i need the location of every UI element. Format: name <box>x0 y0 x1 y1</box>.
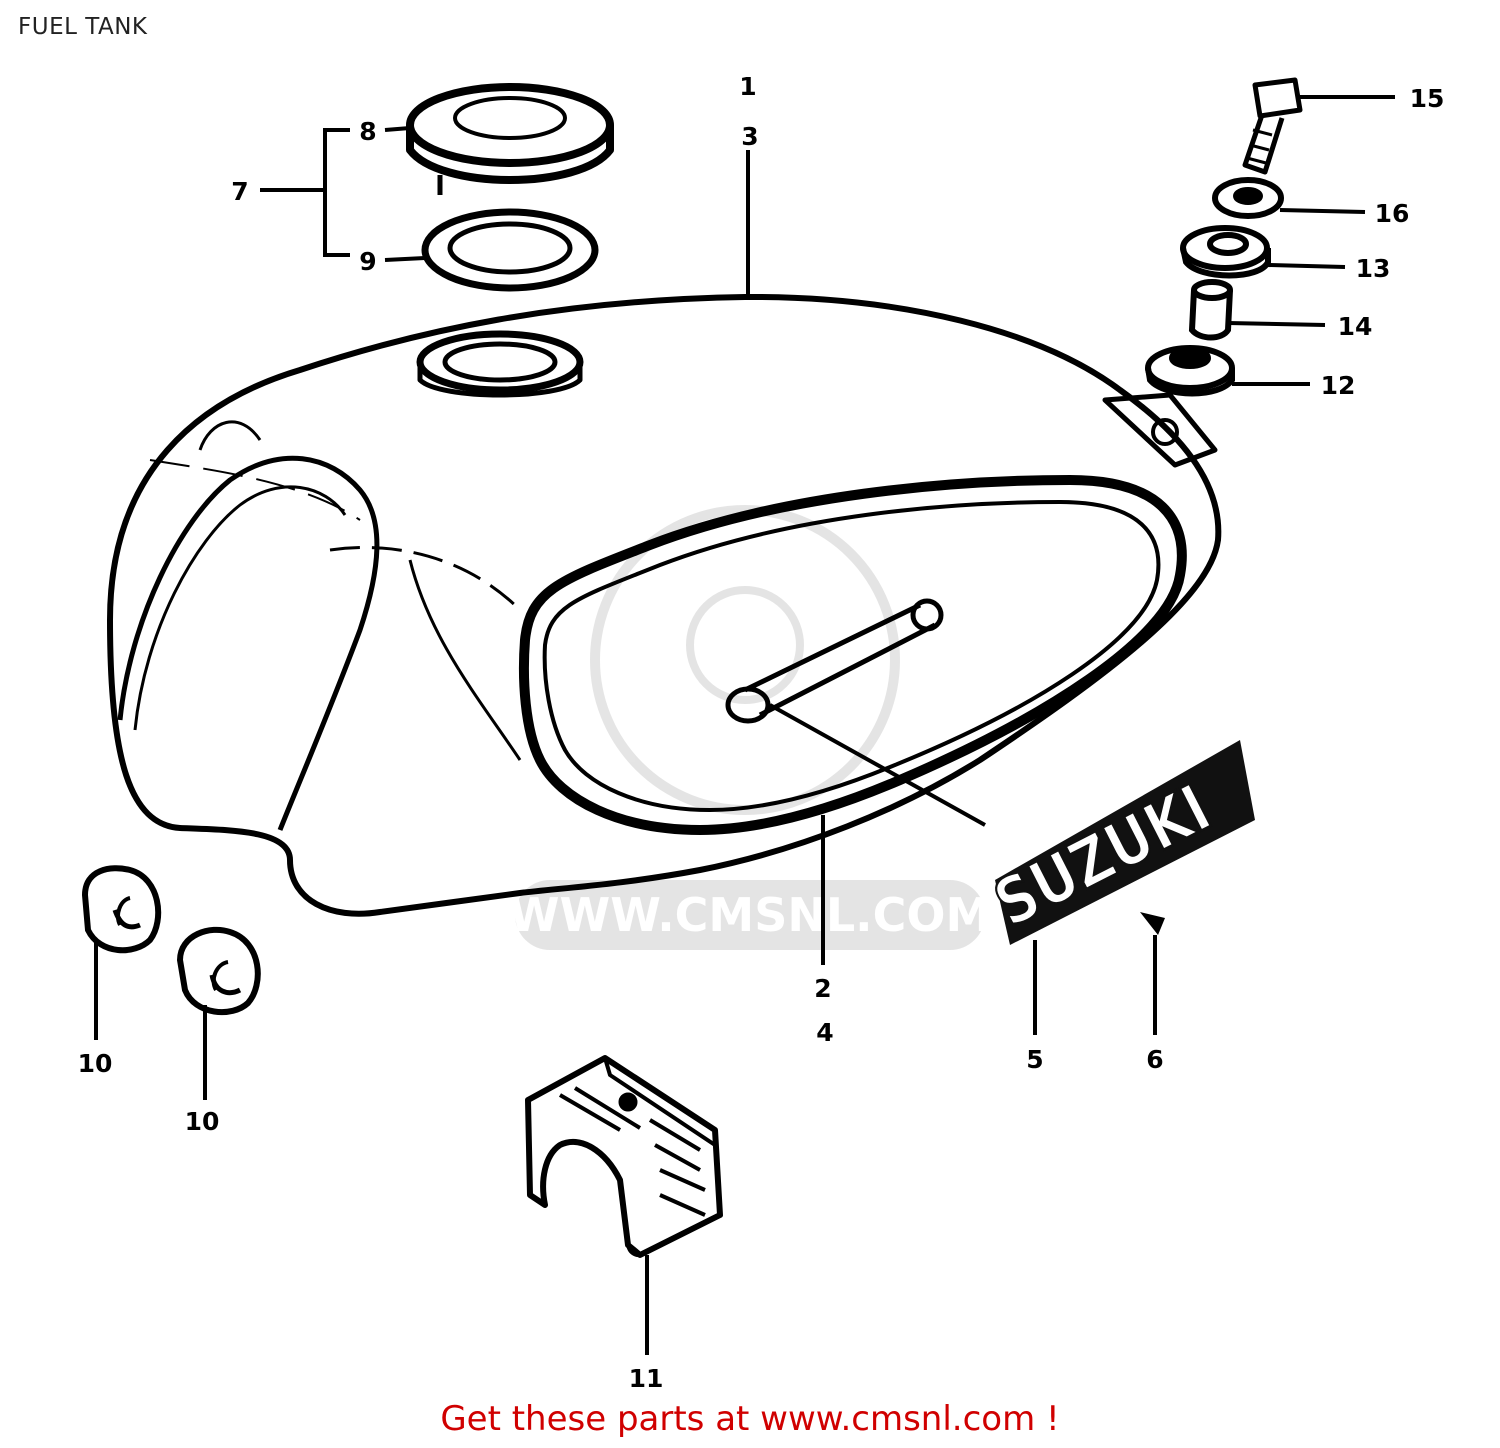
emblem-text: SUZUKI <box>983 770 1222 942</box>
callout-10b: 10 <box>185 1107 220 1136</box>
upper-cushion <box>1180 225 1271 279</box>
washer <box>1212 177 1284 219</box>
callout-labels: 1 3 8 7 9 15 16 13 14 12 2 4 5 6 10 10 1… <box>78 72 1445 1393</box>
rubber-cushion-2 <box>176 926 261 1016</box>
callout-9: 9 <box>359 247 376 276</box>
leader-lines <box>94 95 1395 1355</box>
gauge-tube <box>725 598 944 724</box>
callout-3: 3 <box>741 122 758 151</box>
emblem-screw <box>1140 912 1165 935</box>
exploded-parts-diagram: WWW.CMSNL.COM <box>78 72 1445 1393</box>
fuel-tank <box>107 293 1222 917</box>
cap-gasket <box>421 208 599 292</box>
fuel-cap <box>406 83 614 195</box>
callout-16: 16 <box>1375 199 1410 228</box>
callout-10a: 10 <box>78 1049 113 1078</box>
suzuki-emblem: SUZUKI <box>982 740 1255 945</box>
callout-12: 12 <box>1321 371 1356 400</box>
bolt <box>1242 77 1303 175</box>
knee-grip-rubber <box>518 475 1187 835</box>
callout-15: 15 <box>1410 84 1445 113</box>
callout-1: 1 <box>739 72 756 101</box>
callout-13: 13 <box>1356 254 1391 283</box>
watermark-logo: WWW.CMSNL.COM <box>509 505 992 950</box>
watermark-text: WWW.CMSNL.COM <box>509 888 992 942</box>
callout-8: 8 <box>359 117 376 146</box>
tank-rear-cushion <box>525 1055 723 1258</box>
callout-4: 4 <box>816 1018 833 1047</box>
callout-14: 14 <box>1338 312 1373 341</box>
lower-cushion <box>1145 345 1235 397</box>
rubber-cushion-1 <box>81 865 162 954</box>
callout-11: 11 <box>629 1364 664 1393</box>
footer-link-text[interactable]: Get these parts at www.cmsnl.com ! <box>440 1399 1060 1439</box>
callout-5: 5 <box>1026 1045 1043 1074</box>
page-title: FUEL TANK <box>18 14 148 40</box>
callout-2: 2 <box>814 974 831 1003</box>
callout-6: 6 <box>1146 1045 1163 1074</box>
callout-7: 7 <box>231 177 248 206</box>
spacer <box>1188 279 1233 341</box>
